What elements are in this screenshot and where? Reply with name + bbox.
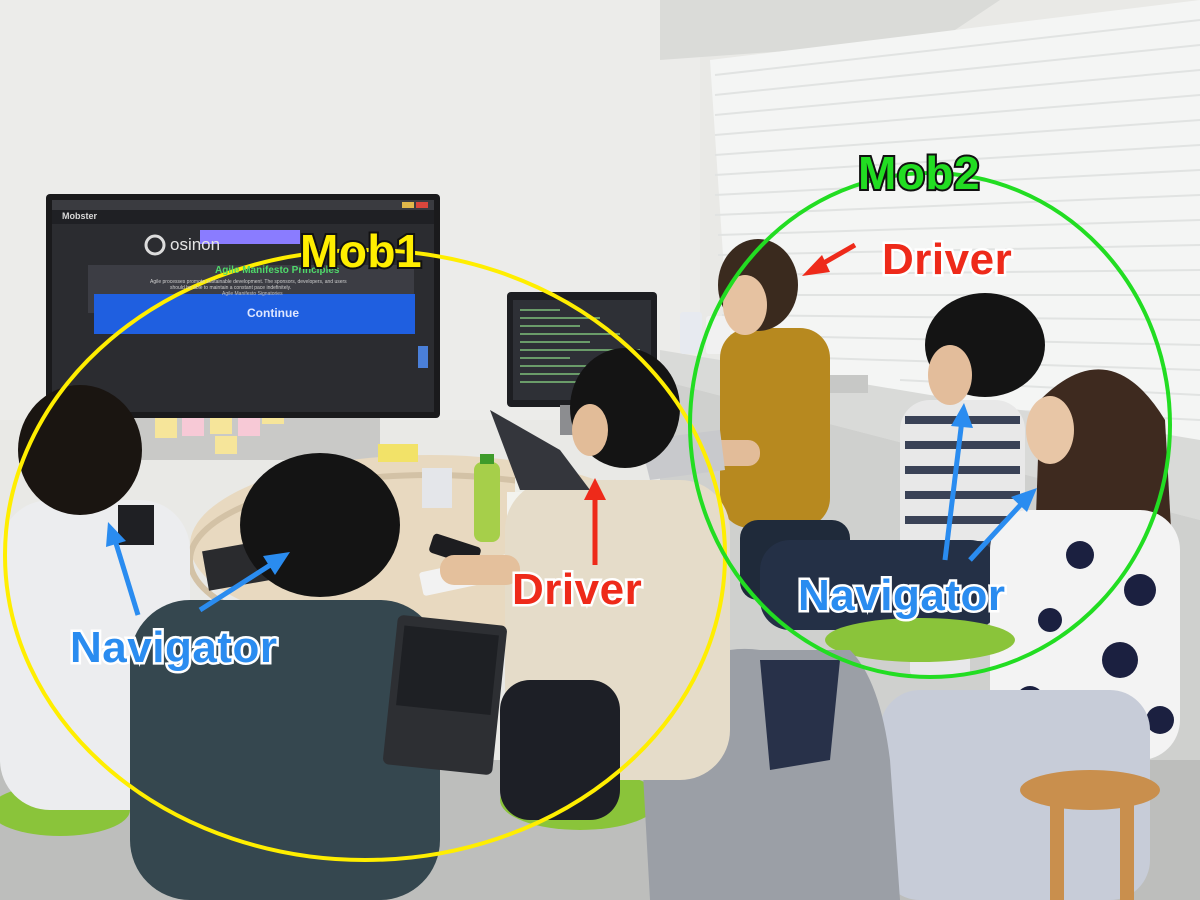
navigator-label-mob1: Navigator bbox=[67, 623, 279, 672]
mob2-circle bbox=[688, 171, 1172, 679]
mob2-label: Mob2 bbox=[856, 147, 982, 199]
tv-body-line-2: should be able to maintain a constant pa… bbox=[170, 285, 292, 291]
mob1-label: Mob1 bbox=[298, 225, 424, 277]
arrow-navigator-mob1-b bbox=[263, 552, 290, 575]
driver-label-mob2: Driver bbox=[879, 235, 1014, 284]
ceiling-beam bbox=[660, 0, 1000, 60]
arrow-navigator-mob2-a bbox=[951, 403, 973, 428]
sticky-notes bbox=[155, 404, 284, 454]
driver-label-mob1: Driver bbox=[509, 565, 644, 614]
annotation-arrows bbox=[106, 242, 1037, 616]
tv-app-title: Mobster bbox=[62, 211, 98, 221]
tv-body-line-1: Agile processes promote sustainable deve… bbox=[150, 279, 347, 285]
tv-link: Agile Manifesto Signatories bbox=[222, 291, 283, 297]
arrow-driver-mob1 bbox=[584, 478, 606, 500]
person-mob2-navigator-1 bbox=[760, 293, 1045, 630]
tv-heading: Agile Manifesto Principles bbox=[215, 265, 340, 276]
television bbox=[46, 194, 440, 418]
window-blinds bbox=[710, 0, 1200, 480]
person-mob2-navigator-2 bbox=[880, 369, 1180, 900]
arrow-navigator-mob2-b bbox=[1011, 488, 1037, 512]
arrow-navigator-mob1-a bbox=[106, 522, 126, 547]
person-mob1-driver bbox=[440, 348, 730, 820]
arrow-driver-mob2 bbox=[802, 255, 830, 276]
navigator-label-mob2: Navigator bbox=[795, 571, 1007, 620]
person-mob1-navigator-2 bbox=[130, 453, 507, 900]
tv-continue-button: Continue bbox=[247, 306, 299, 320]
tv-brand: osinon bbox=[170, 235, 221, 254]
